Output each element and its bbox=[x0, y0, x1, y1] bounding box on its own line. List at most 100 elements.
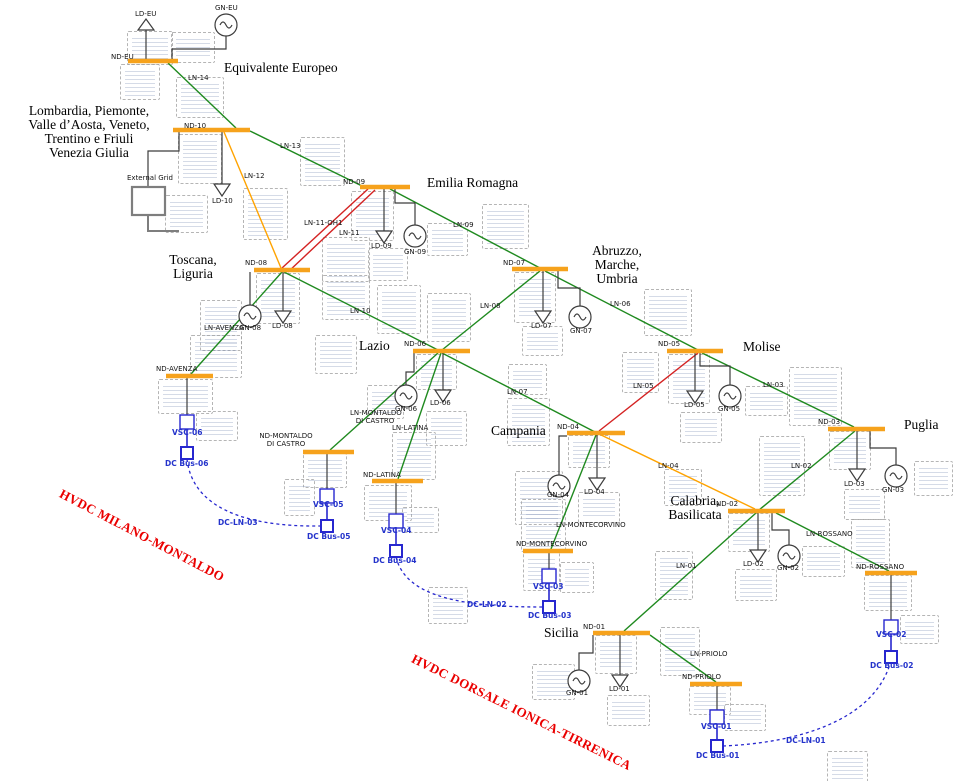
line-ln-montaldo[interactable] bbox=[329, 352, 439, 451]
bus-label-nd-05: ND-05 bbox=[658, 340, 681, 348]
line-ln-05[interactable] bbox=[598, 352, 699, 432]
result-box bbox=[284, 479, 315, 516]
result-box bbox=[728, 513, 770, 552]
external-grid-label: External Grid bbox=[127, 174, 173, 182]
line-label-ln-rossano: LN-ROSSANO bbox=[806, 530, 853, 538]
dc-bus-03[interactable] bbox=[542, 600, 556, 614]
result-box bbox=[427, 293, 471, 342]
generator-gn-07[interactable] bbox=[557, 271, 592, 329]
line-ln-11-oh1[interactable] bbox=[281, 188, 369, 269]
load-ld-03[interactable] bbox=[847, 431, 867, 483]
load-label-ld-02: LD-02 bbox=[743, 560, 764, 568]
dc-line-dc-ln-01[interactable] bbox=[722, 663, 891, 747]
load-label-ld-01: LD-01 bbox=[609, 685, 630, 693]
line-ln-02[interactable] bbox=[758, 430, 856, 511]
bus-label-nd-rossano: ND-ROSSANO bbox=[856, 563, 905, 571]
generator-gn-06[interactable] bbox=[394, 353, 418, 408]
generator-gn-02[interactable] bbox=[771, 513, 801, 568]
vsc-06-converter[interactable] bbox=[179, 414, 195, 430]
dc-bus-05[interactable] bbox=[320, 519, 334, 533]
generator-gn-03[interactable] bbox=[869, 431, 908, 488]
line-ln-03[interactable] bbox=[701, 352, 855, 428]
bus-label-nd-03: ND-03 bbox=[818, 418, 841, 426]
line-ln-08[interactable] bbox=[441, 270, 541, 351]
dc-bus-label-01: DC Bus-01 bbox=[696, 751, 740, 760]
result-box bbox=[607, 695, 650, 726]
line-ln-10[interactable] bbox=[283, 271, 439, 351]
line-label-ln-02: LN-02 bbox=[791, 462, 812, 470]
result-box bbox=[578, 492, 620, 523]
result-box bbox=[508, 364, 547, 395]
dc-line-dc-ln-03[interactable] bbox=[186, 458, 321, 527]
load-ld-07[interactable] bbox=[533, 271, 553, 325]
bus-label-nd-avenza: ND-AVENZA bbox=[156, 365, 198, 373]
region-label-nord: Lombardia, Piemonte, Valle d’Aosta, Vene… bbox=[28, 103, 150, 160]
load-label-ld-08: LD-08 bbox=[272, 322, 293, 330]
line-label-ln-05: LN-05 bbox=[633, 382, 654, 390]
dc-bus-02[interactable] bbox=[884, 650, 898, 664]
vsc-chain-priolo bbox=[709, 686, 725, 753]
result-box bbox=[427, 223, 468, 256]
bus-label-nd-04: ND-04 bbox=[557, 423, 580, 431]
load-ld-08[interactable] bbox=[273, 272, 293, 325]
generator-gn-09[interactable] bbox=[394, 189, 427, 248]
dc-line-label-dc-ln-01: DC-LN-01 bbox=[786, 736, 826, 745]
external-grid-symbol[interactable] bbox=[130, 132, 180, 232]
result-box bbox=[644, 289, 692, 336]
load-ld-10[interactable] bbox=[212, 132, 232, 198]
load-label-ld-07: LD-07 bbox=[531, 322, 552, 330]
line-label-ln-14: LN-14 bbox=[188, 74, 209, 82]
line-ln-14[interactable] bbox=[167, 62, 237, 129]
load-label-ld-03: LD-03 bbox=[844, 480, 865, 488]
line-ln-12[interactable] bbox=[223, 131, 282, 269]
line-ln-rossano[interactable] bbox=[775, 512, 890, 572]
generator-gn-08[interactable] bbox=[238, 272, 262, 328]
busbars bbox=[128, 58, 917, 687]
line-ln-01[interactable] bbox=[623, 512, 757, 632]
bus-label-nd-priolo: ND-PRIOLO bbox=[682, 673, 721, 681]
line-ln-07[interactable] bbox=[441, 352, 596, 433]
line-label-ln-10: LN-10 bbox=[350, 307, 371, 315]
load-ld-04[interactable] bbox=[587, 435, 607, 492]
vsc-label-vsc-02: VSC-02 bbox=[876, 630, 907, 639]
generator-gn-eu[interactable] bbox=[171, 13, 238, 61]
vsc-label-vsc-04: VSC-04 bbox=[381, 526, 412, 535]
vsc-chain-montaldo bbox=[319, 454, 335, 533]
result-box bbox=[864, 575, 912, 611]
line-label-ln-08: LN-08 bbox=[480, 302, 501, 310]
line-ln-11[interactable] bbox=[287, 189, 376, 273]
generator-gn-01[interactable] bbox=[567, 635, 594, 693]
load-ld-06[interactable] bbox=[433, 353, 453, 404]
line-ln-06[interactable] bbox=[544, 270, 699, 351]
result-box bbox=[507, 398, 550, 446]
result-box bbox=[680, 412, 722, 443]
result-box bbox=[196, 411, 238, 441]
dc-bus-06[interactable] bbox=[180, 446, 194, 460]
dc-line-label-dc-ln-02: DC-LN-02 bbox=[467, 600, 507, 609]
generator-gn-05[interactable] bbox=[699, 353, 742, 408]
vsc-03-converter[interactable] bbox=[541, 568, 557, 584]
result-box bbox=[158, 379, 213, 414]
dc-line-dc-ln-02[interactable] bbox=[395, 556, 543, 608]
ac-lines bbox=[167, 62, 890, 683]
line-ln-13[interactable] bbox=[249, 130, 363, 187]
region-label-calabria: Calabria, Basilicata bbox=[668, 493, 722, 522]
line-ln-montecorvino[interactable] bbox=[550, 434, 597, 550]
dc-bus-label-05: DC Bus-05 bbox=[307, 532, 351, 541]
vsc-label-vsc-06: VSC-06 bbox=[172, 428, 203, 437]
load-ld-05[interactable] bbox=[685, 353, 705, 405]
line-label-ln-07: LN-07 bbox=[507, 388, 528, 396]
load-ld-eu[interactable] bbox=[136, 17, 156, 61]
generator-gn-04[interactable] bbox=[547, 435, 571, 498]
region-label-toscana: Toscana, Liguria bbox=[169, 252, 217, 281]
result-box bbox=[127, 31, 173, 65]
line-ln-priolo[interactable] bbox=[649, 634, 717, 683]
line-label-ln-01: LN-01 bbox=[676, 562, 697, 570]
line-ln-09[interactable] bbox=[389, 188, 541, 269]
line-ln-04[interactable] bbox=[598, 433, 756, 510]
load-ld-09[interactable] bbox=[374, 189, 394, 245]
load-ld-01[interactable] bbox=[610, 635, 630, 689]
line-ln-latina[interactable] bbox=[397, 352, 442, 480]
line-ln-avenza[interactable] bbox=[190, 271, 283, 375]
load-ld-02[interactable] bbox=[748, 513, 768, 564]
